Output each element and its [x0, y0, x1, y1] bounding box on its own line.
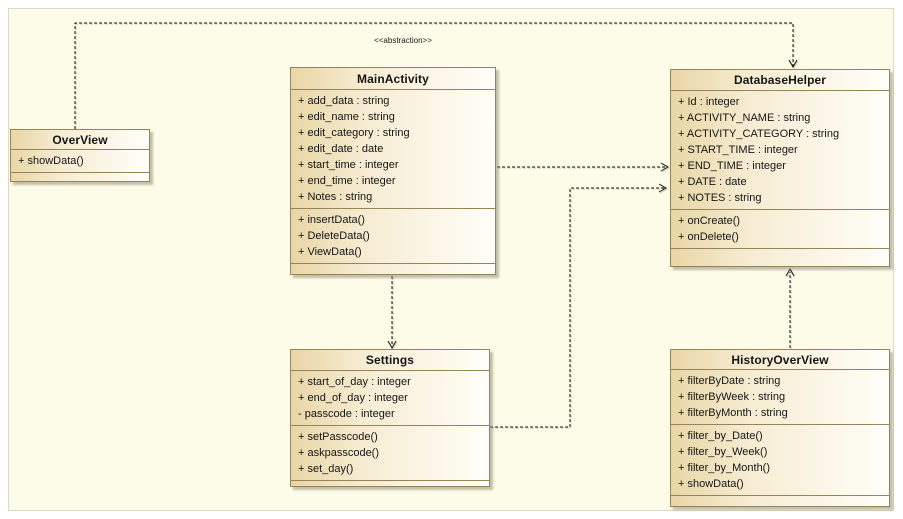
- methods-compartment: + showData(): [11, 149, 149, 172]
- arrowhead-down-icon: [387, 340, 397, 350]
- method-row: + filter_by_Week(): [678, 446, 768, 458]
- attribute-row: - passcode : integer: [298, 408, 395, 420]
- attribute-row: + NOTES : string: [678, 192, 762, 204]
- empty-compartment: [11, 172, 149, 181]
- empty-compartment: [671, 495, 889, 506]
- attribute-row: + filterByWeek : string: [678, 391, 786, 403]
- method-row: + askpasscode(): [298, 447, 380, 459]
- empty-compartment: [291, 263, 495, 274]
- arrowhead-right-icon: [658, 183, 668, 193]
- class-settings[interactable]: Settings + start_of_day : integer + end_o…: [290, 349, 490, 487]
- class-historyoverview[interactable]: HistoryOverView + filterByDate : string+…: [670, 349, 890, 507]
- class-databasehelper[interactable]: DatabaseHelper + Id : integer + ACTIVITY_…: [670, 69, 890, 267]
- method-row: + insertData(): [298, 214, 365, 226]
- attribute-row: + Id : integer: [678, 96, 740, 108]
- method-row: + filter_by_Date(): [678, 430, 763, 442]
- method-row: + filter_by_Month(): [678, 462, 771, 474]
- empty-compartment: [291, 480, 489, 489]
- attribute-row: + start_time : integer: [298, 159, 399, 171]
- methods-compartment: + onCreate() + onDelete(): [671, 209, 889, 248]
- class-title: MainActivity: [357, 71, 429, 86]
- dependency-mainactivity-to-settings[interactable]: [387, 276, 397, 350]
- attributes-compartment: + start_of_day : integer + end_of_day : i…: [291, 370, 489, 425]
- class-mainactivity[interactable]: MainActivity + add_data : string + edit_n…: [290, 67, 496, 275]
- dependency-historyoverview-to-databasehelper[interactable]: [785, 267, 795, 348]
- methods-compartment: + insertData() + DeleteData() + ViewData(): [291, 208, 495, 263]
- attribute-row: + edit_category : string: [298, 127, 410, 139]
- method-row: + ViewData(): [298, 246, 362, 258]
- methods-compartment: + filter_by_Date() + filter_by_Week() + fi…: [671, 424, 889, 495]
- attribute-row: + END_TIME : integer: [678, 160, 786, 172]
- attributes-compartment: + add_data : string + edit_name : string +…: [291, 89, 495, 208]
- method-row: + DeleteData(): [298, 230, 370, 242]
- empty-compartment: [671, 248, 889, 266]
- method-row: + showData(): [678, 478, 744, 490]
- method-row: + onCreate(): [678, 215, 741, 227]
- attributes-compartment: + Id : integer + ACTIVITY_NAME : string + …: [671, 90, 889, 209]
- method-row: + set_day(): [298, 463, 354, 475]
- class-title: HistoryOverView: [731, 352, 829, 367]
- attribute-row: + add_data : string: [298, 95, 390, 107]
- attribute-row: + ACTIVITY_NAME : string: [678, 112, 811, 124]
- attribute-row: + start_of_day : integer: [298, 376, 411, 388]
- attribute-row: + end_time : integer: [298, 175, 396, 187]
- attribute-row: + filterByMonth : string: [678, 407, 788, 419]
- arrowhead-down-icon: [788, 59, 798, 69]
- arrowhead-right-icon: [660, 162, 670, 172]
- attribute-row: + edit_date : date: [298, 143, 384, 155]
- attribute-row: + START_TIME : integer: [678, 144, 798, 156]
- dependency-settings-to-databasehelper[interactable]: [490, 183, 668, 428]
- methods-compartment: + setPasscode() + askpasscode() + set_day(…: [291, 425, 489, 480]
- arrowhead-up-icon: [785, 267, 795, 277]
- attribute-row: + Notes : string: [298, 191, 373, 203]
- class-overview[interactable]: OverView + showData(): [10, 129, 150, 182]
- class-title: Settings: [365, 353, 415, 367]
- class-title: DatabaseHelper: [733, 73, 827, 87]
- abstraction-stereotype-label: <<abstraction>>: [374, 36, 432, 45]
- attribute-row: + filterByDate : string: [678, 375, 781, 387]
- attribute-row: + end_of_day : integer: [298, 392, 408, 404]
- class-title: OverView: [52, 132, 108, 147]
- dependency-mainactivity-to-databasehelper[interactable]: [497, 162, 670, 172]
- attribute-row: + ACTIVITY_CATEGORY : string: [678, 128, 840, 140]
- attribute-row: + DATE : date: [678, 176, 747, 188]
- dependency-overview-to-databasehelper[interactable]: [74, 22, 798, 129]
- method-row: + setPasscode(): [298, 431, 378, 443]
- attribute-row: + edit_name : string: [298, 111, 395, 123]
- method-row: + showData(): [18, 155, 84, 167]
- method-row: + onDelete(): [678, 231, 739, 243]
- attributes-compartment: + filterByDate : string + filterByWeek : …: [671, 369, 889, 424]
